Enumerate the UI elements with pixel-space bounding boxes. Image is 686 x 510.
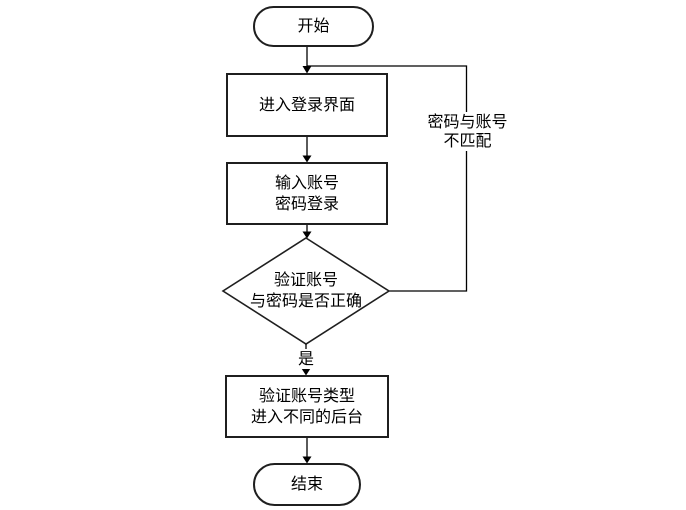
edge-label-mismatch: 密码与账号 不匹配	[422, 112, 513, 151]
node-end: 结束	[253, 463, 361, 506]
node-verify-decision-line1: 验证账号	[273, 272, 338, 289]
node-enter-login: 进入登录界面	[226, 73, 388, 137]
node-start: 开始	[253, 6, 374, 47]
arrowhead-into-end	[302, 456, 312, 464]
arrowhead-into-verify	[302, 231, 312, 239]
edge-label-mismatch-line2: 不匹配	[443, 132, 492, 150]
node-verify-type: 验证账号类型 进入不同的后台	[225, 375, 389, 438]
node-verify-type-line1: 验证账号类型	[258, 387, 355, 405]
node-verify-decision-line2: 与密码是否正确	[249, 293, 362, 310]
edge-label-yes: 是	[296, 349, 316, 369]
node-input-credentials: 输入账号 密码登录	[226, 162, 388, 225]
arrowhead-into-enter-login	[302, 66, 312, 74]
node-input-credentials-line1: 输入账号	[274, 174, 339, 192]
node-verify-decision-label: 验证账号 与密码是否正确	[236, 259, 376, 323]
node-end-label: 结束	[290, 476, 323, 493]
edge-label-yes-text: 是	[297, 350, 314, 368]
node-input-credentials-line2: 密码登录	[274, 195, 339, 213]
node-start-label: 开始	[297, 18, 330, 35]
arrowhead-into-input	[302, 155, 312, 163]
edge-label-mismatch-line1: 密码与账号	[427, 113, 508, 131]
edge-mismatch-loop	[307, 65, 468, 292]
node-verify-type-line2: 进入不同的后台	[250, 408, 363, 426]
arrowhead-into-verify-type	[301, 368, 311, 376]
node-enter-login-label: 进入登录界面	[258, 96, 355, 114]
